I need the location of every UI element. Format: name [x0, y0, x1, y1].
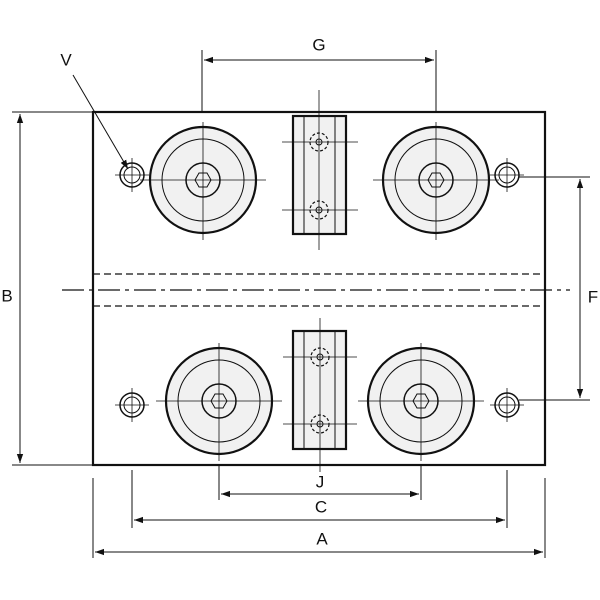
small-hole-top-right: [490, 158, 524, 192]
dimension-f: F: [519, 176, 598, 401]
dimension-c: C: [131, 470, 508, 528]
small-hole-bottom-right: [490, 388, 524, 422]
dimension-j: J: [218, 465, 422, 500]
dimension-g-label: G: [312, 35, 325, 54]
boss-top-left: [140, 122, 266, 240]
dimension-a-label: A: [316, 529, 328, 548]
dimension-b: B: [1, 111, 93, 466]
small-hole-top-left: [115, 158, 149, 192]
dimension-c-label: C: [315, 497, 327, 516]
dimension-a: A: [92, 478, 546, 558]
boss-bottom-right: [358, 343, 484, 461]
dimension-b-label: B: [1, 286, 12, 305]
dimension-f-label: F: [588, 287, 598, 306]
dimension-v: V: [60, 50, 129, 170]
center-block-bottom: [283, 318, 357, 472]
boss-top-right: [373, 122, 499, 240]
center-block-top: [282, 90, 358, 250]
dimension-g: G: [201, 35, 437, 112]
boss-bottom-left: [156, 343, 282, 461]
small-hole-bottom-left: [115, 388, 149, 422]
center-bore: [62, 273, 570, 307]
dimension-v-label: V: [60, 50, 72, 69]
dimension-j-label: J: [316, 472, 325, 491]
